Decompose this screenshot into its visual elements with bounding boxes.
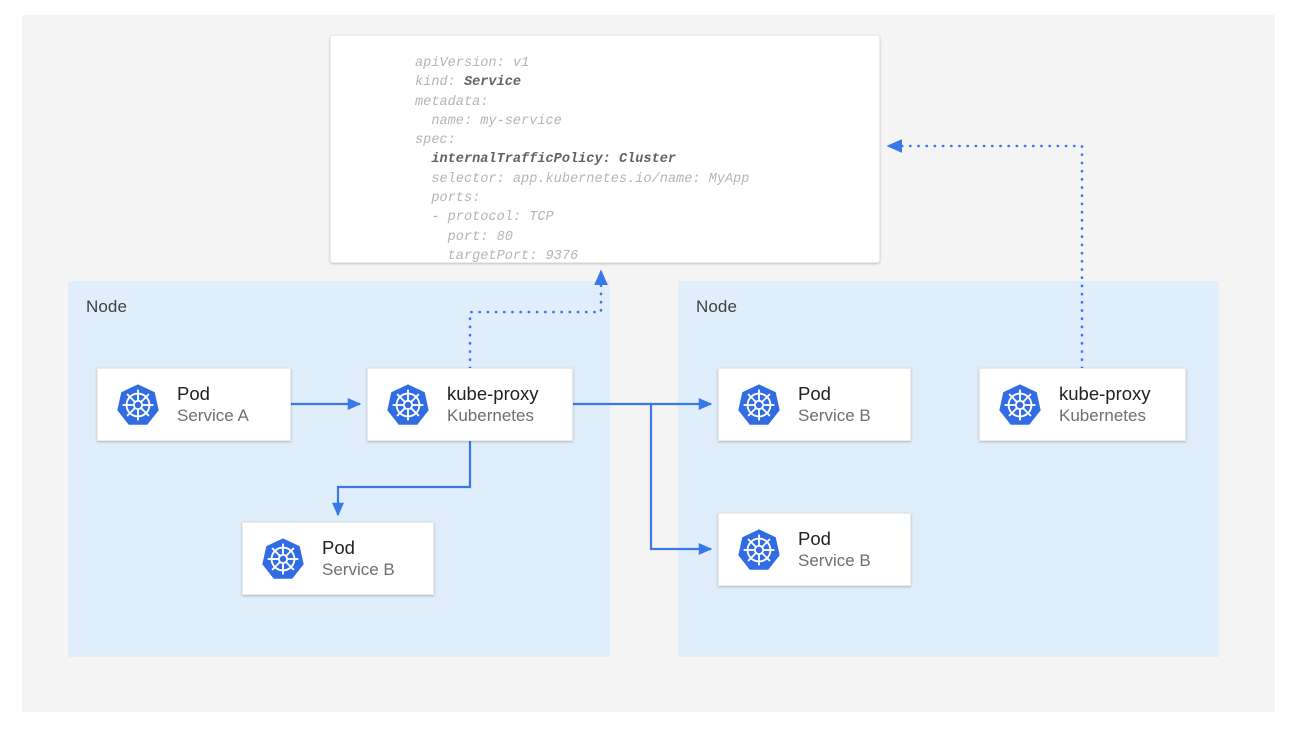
kubernetes-logo-icon: [117, 383, 159, 425]
node-right-label: Node: [696, 297, 738, 316]
pod-service-a-card[interactable]: Pod Service A: [97, 368, 291, 441]
pod-service-b-right-bottom-text: Pod Service B: [798, 528, 871, 572]
pod-service-b-right-bottom-card[interactable]: Pod Service B: [718, 513, 911, 586]
node-group-right: [678, 281, 1219, 657]
node-left-label: Node: [86, 297, 128, 316]
kube-proxy-right-title: kube-proxy: [1059, 382, 1151, 404]
kube-proxy-right-text: kube-proxy Kubernetes: [1059, 383, 1151, 427]
pod-service-b-right-bottom-title: Pod: [798, 527, 831, 549]
yaml-line-apiversion: apiVersion: v1: [415, 56, 530, 71]
pod-service-b-right-top-text: Pod Service B: [798, 383, 871, 427]
yaml-line-spec: spec:: [415, 133, 456, 149]
pod-service-b-left-card[interactable]: Pod Service B: [242, 522, 434, 595]
kube-proxy-right-card[interactable]: kube-proxy Kubernetes: [979, 368, 1186, 441]
pod-service-b-left-title: Pod: [322, 536, 355, 558]
kube-proxy-left-title: kube-proxy: [447, 382, 539, 404]
kubernetes-logo-icon: [738, 383, 780, 425]
kube-proxy-right-subtitle: Kubernetes: [1059, 406, 1146, 426]
pod-service-a-title: Pod: [177, 382, 210, 404]
pod-service-a-text: Pod Service A: [177, 383, 249, 427]
pod-service-b-right-top-subtitle: Service B: [798, 406, 871, 426]
yaml-line-metadata: metadata:: [415, 94, 489, 110]
yaml-line-internal-traffic-policy: internalTrafficPolicy: Cluster: [415, 152, 677, 168]
yaml-line-port: port: 80: [415, 229, 513, 245]
pod-service-b-left-subtitle: Service B: [322, 560, 395, 580]
pod-service-a-subtitle: Service A: [177, 406, 249, 426]
kubernetes-logo-icon: [387, 383, 429, 425]
pod-service-b-left-text: Pod Service B: [322, 537, 395, 581]
yaml-line-selector: selector: app.kubernetes.io/name: MyApp: [415, 171, 750, 187]
pod-service-b-right-top-card[interactable]: Pod Service B: [718, 368, 911, 441]
node-group-left: [68, 281, 610, 657]
yaml-line-kind-value: Service: [463, 75, 522, 91]
service-yaml-manifest: apiVersion: v1 kind: Service metadata: n…: [330, 35, 880, 263]
kube-proxy-left-text: kube-proxy Kubernetes: [447, 383, 539, 427]
yaml-line-target-port: targetPort: 9376: [415, 248, 579, 263]
pod-service-b-right-top-title: Pod: [798, 382, 831, 404]
yaml-line-protocol: - protocol: TCP: [415, 210, 554, 226]
yaml-code-text: apiVersion: v1 kind: Service metadata: n…: [415, 54, 750, 263]
yaml-line-kind-key: kind:: [415, 75, 464, 91]
kube-proxy-left-subtitle: Kubernetes: [447, 406, 534, 426]
pod-service-b-right-bottom-subtitle: Service B: [798, 551, 871, 571]
yaml-line-name: name: my-service: [415, 113, 562, 129]
kubernetes-logo-icon: [738, 528, 780, 570]
kubernetes-logo-icon: [262, 537, 304, 579]
kubernetes-logo-icon: [999, 383, 1041, 425]
kube-proxy-left-card[interactable]: kube-proxy Kubernetes: [367, 368, 573, 441]
yaml-line-ports: ports:: [415, 191, 481, 207]
